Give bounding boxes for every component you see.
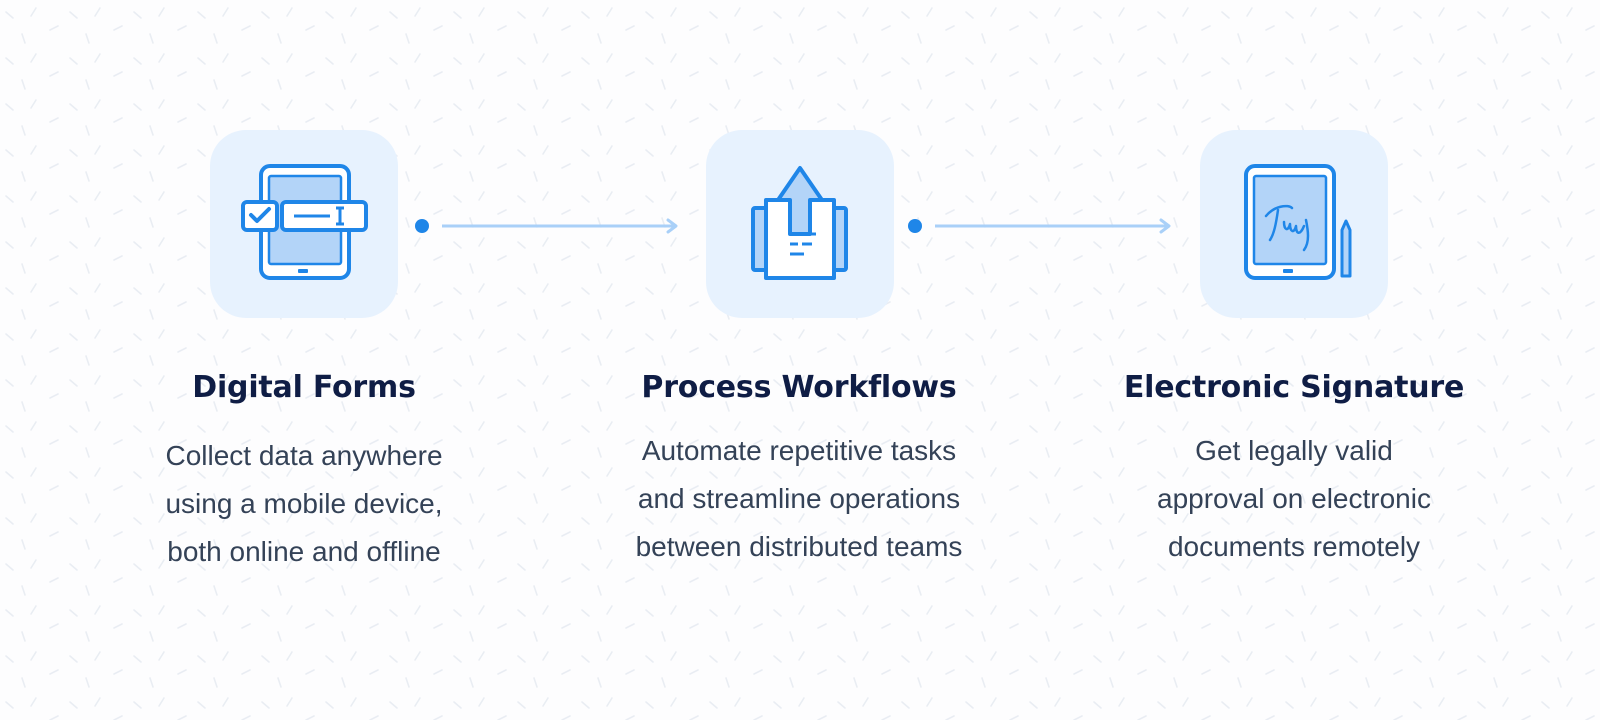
feature-description-line: using a mobile device, bbox=[165, 488, 443, 519]
feature-description-line: Automate repetitive tasks bbox=[641, 435, 957, 466]
feature-title: Digital Forms bbox=[192, 370, 416, 405]
feature-description-line: and streamline operations bbox=[637, 483, 961, 514]
icon-tile-electronic-signature bbox=[1200, 130, 1388, 318]
tablet-signature-icon bbox=[1244, 164, 1352, 280]
feature-description-line: documents remotely bbox=[1167, 531, 1421, 562]
icon-tile-process-workflows bbox=[706, 130, 894, 318]
feature-description-line: both online and offline bbox=[167, 536, 441, 567]
feature-description-line: between distributed teams bbox=[635, 531, 963, 562]
connector-arrow bbox=[908, 218, 1171, 234]
feature-description-line: Get legally valid bbox=[1195, 435, 1393, 466]
feature-title: Electronic Signature bbox=[1123, 370, 1465, 405]
document-upload-icon bbox=[751, 166, 848, 280]
feature-description-line: approval on electronic bbox=[1157, 483, 1431, 514]
tablet-form-icon bbox=[241, 164, 368, 280]
feature-title: Process Workflows bbox=[641, 370, 957, 405]
icon-tile-digital-forms bbox=[210, 130, 398, 318]
connector-arrow bbox=[415, 218, 678, 234]
feature-description-line: Collect data anywhere bbox=[165, 440, 443, 471]
